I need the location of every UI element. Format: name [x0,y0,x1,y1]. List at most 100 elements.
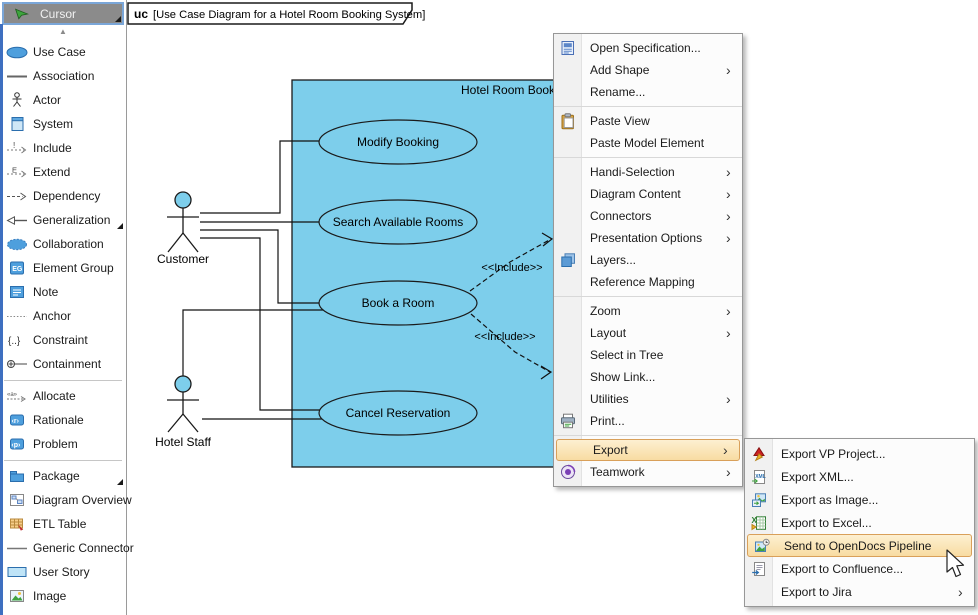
submenu-item-export-to-excel[interactable]: X Export to Excel... › [745,511,974,534]
palette-item-label: Extend [33,165,71,179]
palette-item-extend[interactable]: E Extend [0,160,126,184]
palette-item-anchor[interactable]: Anchor [0,304,126,328]
menu-item-paste-model-element[interactable]: Paste Model Element › [554,132,742,154]
menu-item-label: Presentation Options [590,231,703,245]
palette-item-element-group[interactable]: EG Element Group [0,256,126,280]
menu-item-show-link[interactable]: Show Link... › [554,366,742,388]
mouse-cursor [946,549,965,578]
palette-item-association[interactable]: Association [0,64,126,88]
menu-item-handi-selection[interactable]: Handi-Selection › [554,161,742,183]
palette-item-label: Use Case [33,45,86,59]
image-icon [5,588,29,604]
palette-item-rationale[interactable]: ‹r› Rationale [0,408,126,432]
palette-item-allocate[interactable]: «a» Allocate [0,384,126,408]
menu-item-add-shape[interactable]: Add Shape › [554,59,742,81]
svg-text:‹r›: ‹r› [12,418,20,425]
include-connector-down[interactable] [470,313,551,373]
no-icon [554,302,582,320]
palette-item-system[interactable]: System [0,112,126,136]
palette-item-label: ETL Table [33,517,87,531]
palette-item-label: Diagram Overview [33,493,132,507]
menu-item-open-specification[interactable]: Open Specification... › [554,37,742,59]
palette-item-user-story[interactable]: User Story [0,560,126,584]
submenu-item-send-to-opendocs-pipeline[interactable]: Send to OpenDocs Pipeline › [747,534,972,557]
submenu-arrow-icon: › [726,208,731,224]
menu-item-paste-view[interactable]: Paste View › [554,110,742,132]
use-case-label: Book a Room [362,296,435,310]
palette-item-diagram-overview[interactable]: Diagram Overview [0,488,132,512]
menu-item-export[interactable]: Export › [556,439,740,461]
flyout-corner-icon [115,16,121,22]
menu-item-presentation-options[interactable]: Presentation Options › [554,227,742,249]
assoc-hotelstaff-book-room[interactable] [182,309,324,377]
menu-item-select-in-tree[interactable]: Select in Tree › [554,344,742,366]
flyout-corner-icon [117,223,123,229]
submenu-item-export-to-jira[interactable]: Export to Jira › [745,580,974,603]
assoc-customer-cancel-reservation[interactable] [200,237,320,411]
submenu-item-export-to-confluence[interactable]: Export to Confluence... › [745,557,974,580]
include-connectors[interactable] [469,232,554,380]
menu-item-label: Layers... [590,253,637,267]
palette-item-label: Allocate [33,389,76,403]
menu-item-layout[interactable]: Layout › [554,322,742,344]
menu-separator [554,293,742,300]
menu-item-rename[interactable]: Rename... › [554,81,742,103]
submenu-item-export-xml[interactable]: XML Export XML... › [745,465,974,488]
submenu-item-export-as-image[interactable]: Export as Image... › [745,488,974,511]
use-case-ellipse-modify-booking[interactable] [318,119,478,165]
palette-item-generic-connector[interactable]: Generic Connector [0,536,134,560]
palette-item-problem[interactable]: ‹p› Problem [0,432,126,456]
no-icon [554,390,582,408]
palette-item-include[interactable]: ! Include [0,136,126,160]
actor-label-hotel-staff: Hotel Staff [155,435,211,449]
menu-item-label: Teamwork [590,465,645,479]
use-case-label: Search Available Rooms [333,215,464,229]
palette-item-dependency[interactable]: Dependency [0,184,126,208]
teamwork-icon [554,463,582,481]
menu-item-zoom[interactable]: Zoom › [554,300,742,322]
menu-item-label: Export [593,443,628,457]
use-case-ellipse-search-available-rooms[interactable] [318,199,478,245]
menu-item-connectors[interactable]: Connectors › [554,205,742,227]
palette-item-etl-table[interactable]: ETL Table [0,512,126,536]
use-case-ellipse-cancel-reservation[interactable] [318,390,478,436]
menu-item-print[interactable]: Print... › [554,410,742,432]
palette-item-actor[interactable]: Actor [0,88,126,112]
submenu-arrow-icon: › [726,391,731,407]
palette-item-label: Anchor [33,309,72,323]
association-connectors[interactable] [182,140,324,420]
assoc-customer-book-room[interactable] [200,229,320,304]
menu-item-reference-mapping[interactable]: Reference Mapping › [554,271,742,293]
menu-item-label: Add Shape [590,63,650,77]
palette-item-containment[interactable]: Containment [0,352,126,376]
palette-item-image[interactable]: Image [0,584,126,608]
include-label-2: <<Include>> [474,331,535,343]
tool-palette: Cursor ▲ Use Case Association Actor Syst… [0,0,134,615]
palette-item-cursor[interactable]: Cursor [2,2,124,25]
palette-item-constraint[interactable]: {..} Constraint [0,328,126,352]
palette-item-use-case[interactable]: Use Case [0,40,126,64]
menu-item-layers[interactable]: Layers... › [554,249,742,271]
assoc-customer-modify-booking[interactable] [200,140,321,214]
cursor-arrow-icon [10,6,34,22]
palette-item-note[interactable]: Note [0,280,126,304]
system-boundary-title: Hotel Room Booki [461,83,558,97]
collaboration-icon [5,236,29,252]
constraint-icon: {..} [5,332,29,348]
palette-item-label: Rationale [33,413,84,427]
use-case-ellipse-book-a-room[interactable] [318,280,478,326]
submenu-item-export-vp-project[interactable]: Export VP Project... › [745,442,974,465]
no-icon [554,185,582,203]
actor-hotel-staff[interactable] [167,375,199,433]
print-icon [554,412,582,430]
scroll-up-arrow-icon[interactable]: ▲ [59,27,67,36]
menu-item-teamwork[interactable]: Teamwork › [554,461,742,483]
include-connector-up[interactable] [469,238,552,292]
menu-item-diagram-content[interactable]: Diagram Content › [554,183,742,205]
actor-customer[interactable] [167,191,199,253]
palette-item-collaboration[interactable]: Collaboration [0,232,126,256]
menu-item-utilities[interactable]: Utilities › [554,388,742,410]
palette-item-package[interactable]: Package [0,464,126,488]
palette-item-label: Generalization [33,213,111,227]
palette-item-generalization[interactable]: Generalization [0,208,126,232]
